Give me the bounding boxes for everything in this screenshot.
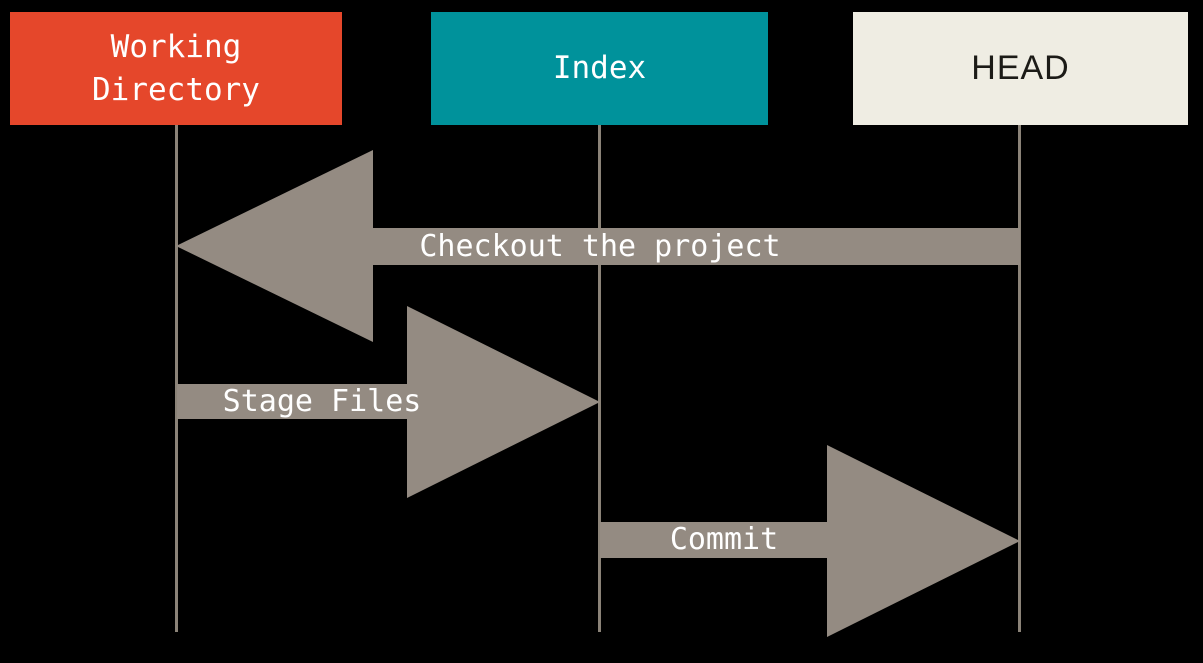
column-label-index: Index [552,50,647,87]
arrow-label-stage-files: Stage Files [222,384,422,419]
arrowhead-left-icon [176,150,373,342]
arrow-shaft [600,522,827,558]
arrow-shaft [373,228,1020,265]
arrowhead-right-icon [407,306,600,498]
arrow-shaft [177,384,407,419]
arrow-label-checkout: Checkout the project [419,229,781,264]
column-box-index: Index [431,12,768,125]
lifeline-working-directory [175,125,178,632]
column-box-working-directory: Working Directory [10,12,342,125]
arrow-label-commit: Commit [669,522,779,557]
column-box-head: HEAD [853,12,1188,125]
column-label-working-directory: Working Directory [92,28,260,108]
lifeline-head [1018,125,1021,632]
column-label-head: HEAD [971,49,1070,88]
arrowhead-right-icon [827,445,1020,637]
